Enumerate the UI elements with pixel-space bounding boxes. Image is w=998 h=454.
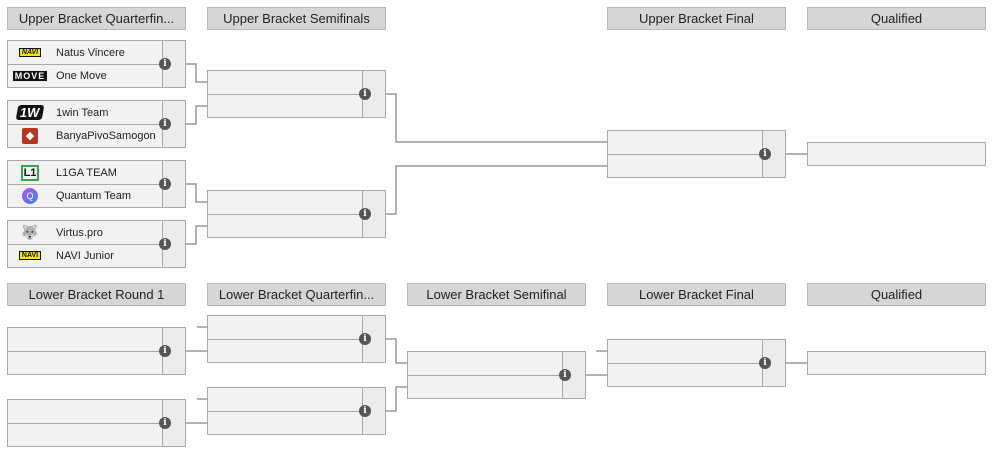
slot-empty[interactable] — [208, 316, 363, 340]
dota-logo-glyph: ◆ — [22, 127, 38, 144]
slot-empty[interactable] — [208, 214, 363, 237]
match-lbqf-1[interactable]: i — [207, 315, 386, 363]
header-lower-qualified: Qualified — [807, 283, 986, 306]
match-lbr1-1[interactable]: i — [7, 327, 186, 375]
match-ubsf-1[interactable]: i — [207, 70, 386, 118]
match-lbqf-2[interactable]: i — [207, 387, 386, 435]
1win-logo-text: 1W — [15, 105, 45, 120]
virtus-pro-logo-glyph: 🐺 — [21, 224, 39, 240]
slot-one-move[interactable]: MOVE One Move — [8, 64, 163, 87]
slot-natus-vincere[interactable]: NAVI Natus Vincere — [8, 41, 163, 65]
match-ubqf-4[interactable]: 🐺 Virtus.pro NAVI NAVI Junior i — [7, 220, 186, 268]
l1ga-logo-text: L1 — [20, 164, 40, 181]
slot-empty[interactable] — [8, 351, 163, 374]
header-upper-bracket-final: Upper Bracket Final — [607, 7, 786, 30]
slot-quantum-team[interactable]: Q Quantum Team — [8, 184, 163, 207]
team-name: One Move — [56, 69, 107, 82]
match-lbr1-2[interactable]: i — [7, 399, 186, 447]
team-name: NAVI Junior — [56, 249, 114, 262]
info-icon[interactable]: i — [359, 208, 371, 220]
info-icon[interactable]: i — [159, 345, 171, 357]
slot-empty[interactable] — [208, 388, 363, 412]
header-lower-bracket-round-1: Lower Bracket Round 1 — [7, 283, 186, 306]
slot-empty[interactable] — [208, 411, 363, 434]
slot-empty[interactable] — [608, 131, 763, 155]
slot-empty[interactable] — [208, 71, 363, 95]
slot-empty[interactable] — [208, 339, 363, 362]
match-lb-final[interactable]: i — [607, 339, 786, 387]
team-name: Quantum Team — [56, 189, 132, 202]
navi-junior-logo-text: NAVI — [18, 251, 42, 260]
slot-banyapivosamogon[interactable]: ◆ BanyaPivoSamogon — [8, 124, 163, 147]
match-ubqf-1[interactable]: NAVI Natus Vincere MOVE One Move i — [7, 40, 186, 88]
info-icon[interactable]: i — [359, 333, 371, 345]
info-icon[interactable]: i — [759, 148, 771, 160]
1win-logo: 1W — [12, 104, 48, 122]
navi-junior-logo: NAVI — [12, 247, 48, 265]
slot-1win-team[interactable]: 1W 1win Team — [8, 101, 163, 125]
slot-empty[interactable] — [8, 328, 163, 352]
qualified-slot-lower[interactable] — [807, 351, 986, 375]
match-lb-semifinal[interactable]: i — [407, 351, 586, 399]
slot-empty[interactable] — [8, 423, 163, 446]
info-icon[interactable]: i — [359, 405, 371, 417]
team-name: L1GA TEAM — [56, 166, 117, 179]
match-ubqf-3[interactable]: L1 L1GA TEAM Q Quantum Team i — [7, 160, 186, 208]
one-move-logo: MOVE — [12, 67, 48, 85]
header-upper-bracket-quarterfinals: Upper Bracket Quarterfin... — [7, 7, 186, 30]
slot-empty[interactable] — [208, 191, 363, 215]
virtus-pro-logo: 🐺 — [12, 224, 48, 242]
slot-empty[interactable] — [408, 375, 563, 398]
info-icon[interactable]: i — [159, 238, 171, 250]
dota-logo-icon: ◆ — [12, 127, 48, 145]
quantum-logo-text: Q — [22, 187, 38, 204]
one-move-logo-text: MOVE — [12, 70, 48, 81]
navi-logo-text: NAVI — [18, 48, 42, 57]
header-lower-bracket-semifinal: Lower Bracket Semifinal — [407, 283, 586, 306]
slot-empty[interactable] — [208, 94, 363, 117]
header-upper-bracket-semifinals: Upper Bracket Semifinals — [207, 7, 386, 30]
header-upper-qualified: Qualified — [807, 7, 986, 30]
match-ubsf-2[interactable]: i — [207, 190, 386, 238]
info-icon[interactable]: i — [159, 178, 171, 190]
match-ub-final[interactable]: i — [607, 130, 786, 178]
slot-empty[interactable] — [608, 154, 763, 177]
slot-virtus-pro[interactable]: 🐺 Virtus.pro — [8, 221, 163, 245]
team-name: 1win Team — [56, 106, 109, 119]
header-lower-bracket-quarterfinals: Lower Bracket Quarterfin... — [207, 283, 386, 306]
info-icon[interactable]: i — [559, 369, 571, 381]
team-name: Virtus.pro — [56, 226, 103, 239]
match-ubqf-2[interactable]: 1W 1win Team ◆ BanyaPivoSamogon i — [7, 100, 186, 148]
slot-empty[interactable] — [408, 352, 563, 376]
slot-empty[interactable] — [608, 340, 763, 364]
team-name: Natus Vincere — [56, 46, 125, 59]
team-name: BanyaPivoSamogon — [56, 129, 156, 142]
info-icon[interactable]: i — [159, 417, 171, 429]
slot-empty[interactable] — [608, 363, 763, 386]
quantum-logo: Q — [12, 187, 48, 205]
info-icon[interactable]: i — [159, 58, 171, 70]
slot-l1ga-team[interactable]: L1 L1GA TEAM — [8, 161, 163, 185]
qualified-slot-upper[interactable] — [807, 142, 986, 166]
l1ga-logo: L1 — [12, 164, 48, 182]
navi-logo: NAVI — [12, 44, 48, 62]
slot-empty[interactable] — [8, 400, 163, 424]
slot-navi-junior[interactable]: NAVI NAVI Junior — [8, 244, 163, 267]
info-icon[interactable]: i — [359, 88, 371, 100]
header-lower-bracket-final: Lower Bracket Final — [607, 283, 786, 306]
info-icon[interactable]: i — [159, 118, 171, 130]
info-icon[interactable]: i — [759, 357, 771, 369]
